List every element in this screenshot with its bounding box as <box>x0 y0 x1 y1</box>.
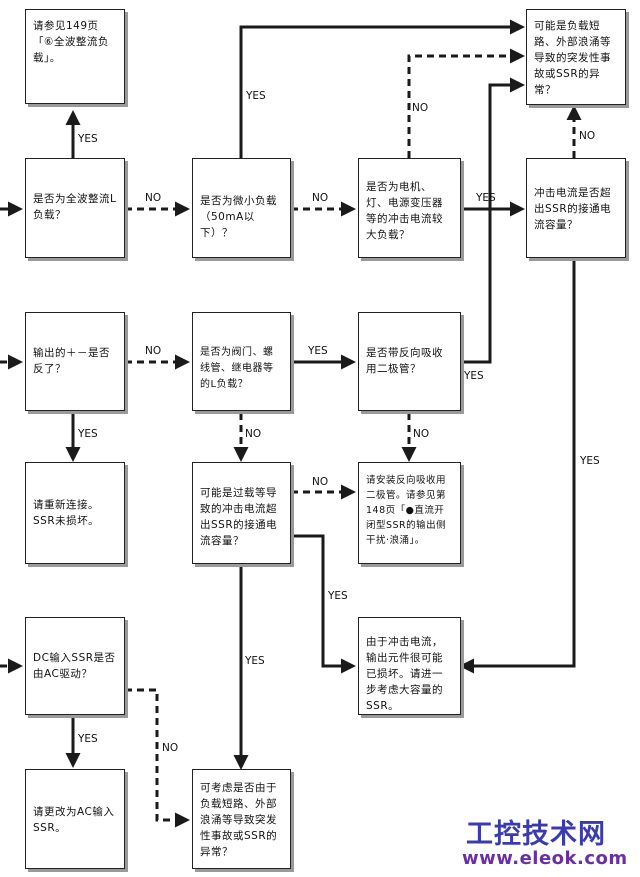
label-no-valve: NO <box>245 428 262 440</box>
box-possible-surge-top: 可能是负载短路、外部浪涌等导致的突发性事故或SSR的异常？ <box>526 9 626 105</box>
box-inrush-exceed-question: 冲击电流是否超出SSR的接通电流容量？ <box>526 158 626 258</box>
box-see-page-149: 请参见149页「⑥全波整流负载」。 <box>25 9 125 104</box>
label-yes-reverse-diode: YES <box>464 370 484 382</box>
label-yes-dc-input: YES <box>78 733 98 745</box>
arrow-motor-lamp-no <box>407 48 525 158</box>
box-full-wave-question: 是否为全波整流L负载？ <box>25 158 125 258</box>
arrow-micro-load-yes <box>239 19 525 158</box>
box-install-diode: 请安装反向吸收用二极管。请参见第148页「●直流开闭型SSR的输出侧干扰·浪涌」… <box>358 462 461 564</box>
watermark-title: 工控技术网 <box>466 819 606 850</box>
arrow-dc-input-no <box>125 688 190 828</box>
label-no-output-reversed: NO <box>145 345 162 357</box>
label-yes-valve: YES <box>308 345 328 357</box>
label-yes-overload-right: YES <box>328 590 348 602</box>
label-yes-output-reversed: YES <box>78 428 98 440</box>
watermark-url: www.eleok.com <box>462 848 628 869</box>
label-no-motor-lamp: NO <box>412 102 429 114</box>
box-reverse-diode-question: 是否带反向吸收用二极管？ <box>358 312 461 411</box>
arrow-overload-yes <box>291 534 356 674</box>
label-no-reverse-diode: NO <box>413 428 430 440</box>
label-yes-full-wave: YES <box>78 133 98 145</box>
label-no-micro-load: NO <box>312 192 329 204</box>
label-no-full-wave: NO <box>145 192 162 204</box>
box-overload-possible: 可能是过载等导致的冲击电流超出SSR的接通电流容量？ <box>192 462 291 564</box>
label-no-inrush: NO <box>579 130 596 142</box>
box-motor-lamp-question: 是否为电机、灯、电源变压器等的冲击电流较大负载？ <box>358 158 461 258</box>
box-consider-surge-bottom: 可考虑是否由于负载短路、外部浪涌等导致突发性事故或SSR的异常？ <box>192 769 291 869</box>
label-no-dc-input: NO <box>162 742 179 754</box>
box-change-ac-input: 请更改为AC输入SSR。 <box>25 769 125 869</box>
arrow-reverse-diode-yes <box>461 77 525 364</box>
arrow-inrush-yes <box>459 260 576 674</box>
box-dc-input-ac-question: DC输入SSR是否由AC驱动？ <box>25 617 125 715</box>
label-yes-inrush: YES <box>580 455 600 467</box>
box-output-reversed-question: 输出的＋－是否反了？ <box>25 312 125 411</box>
box-reconnect: 请重新连接。SSR未损坏。 <box>25 462 125 564</box>
label-no-overload: NO <box>312 476 329 488</box>
label-yes-motor-lamp: YES <box>476 192 496 204</box>
box-damaged-element: 由于冲击电流，输出元件很可能已损坏。请进一步考虑大容量的SSR。 <box>358 617 461 715</box>
box-valve-solenoid-question: 是否为阀门、螺线管、继电器等的L负载？ <box>192 312 291 411</box>
label-yes-overload-down: YES <box>245 655 265 667</box>
box-micro-load-question: 是否为微小负载（50mA以下）？ <box>192 158 291 258</box>
label-yes-micro-load: YES <box>246 90 266 102</box>
